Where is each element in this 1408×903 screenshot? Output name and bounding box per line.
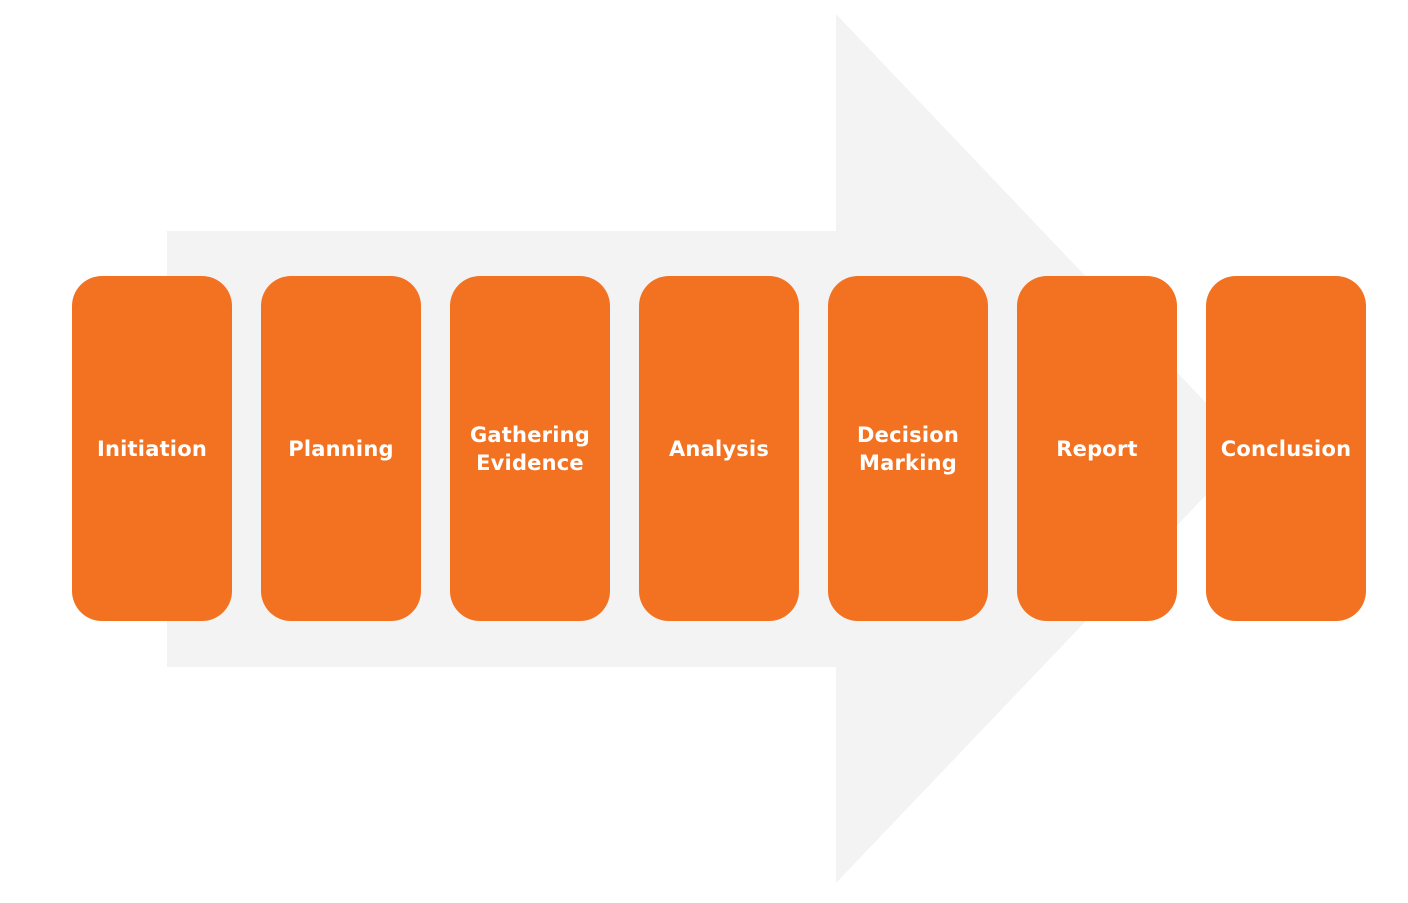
step-report: Report [1017,276,1177,621]
steps-row: Initiation Planning Gathering Evidence A… [72,276,1366,621]
step-label: Gathering Evidence [470,422,590,475]
step-gathering-evidence: Gathering Evidence [450,276,610,621]
step-label: Conclusion [1220,436,1352,461]
step-conclusion: Conclusion [1206,276,1366,621]
step-initiation: Initiation [72,276,232,621]
step-label: Initiation [97,436,207,461]
step-label: Decision Marking [857,422,959,475]
step-label: Analysis [668,436,770,461]
step-label: Report [1056,436,1138,461]
step-label: Planning [288,436,394,461]
step-planning: Planning [261,276,421,621]
step-decision-marking: Decision Marking [828,276,988,621]
step-analysis: Analysis [639,276,799,621]
